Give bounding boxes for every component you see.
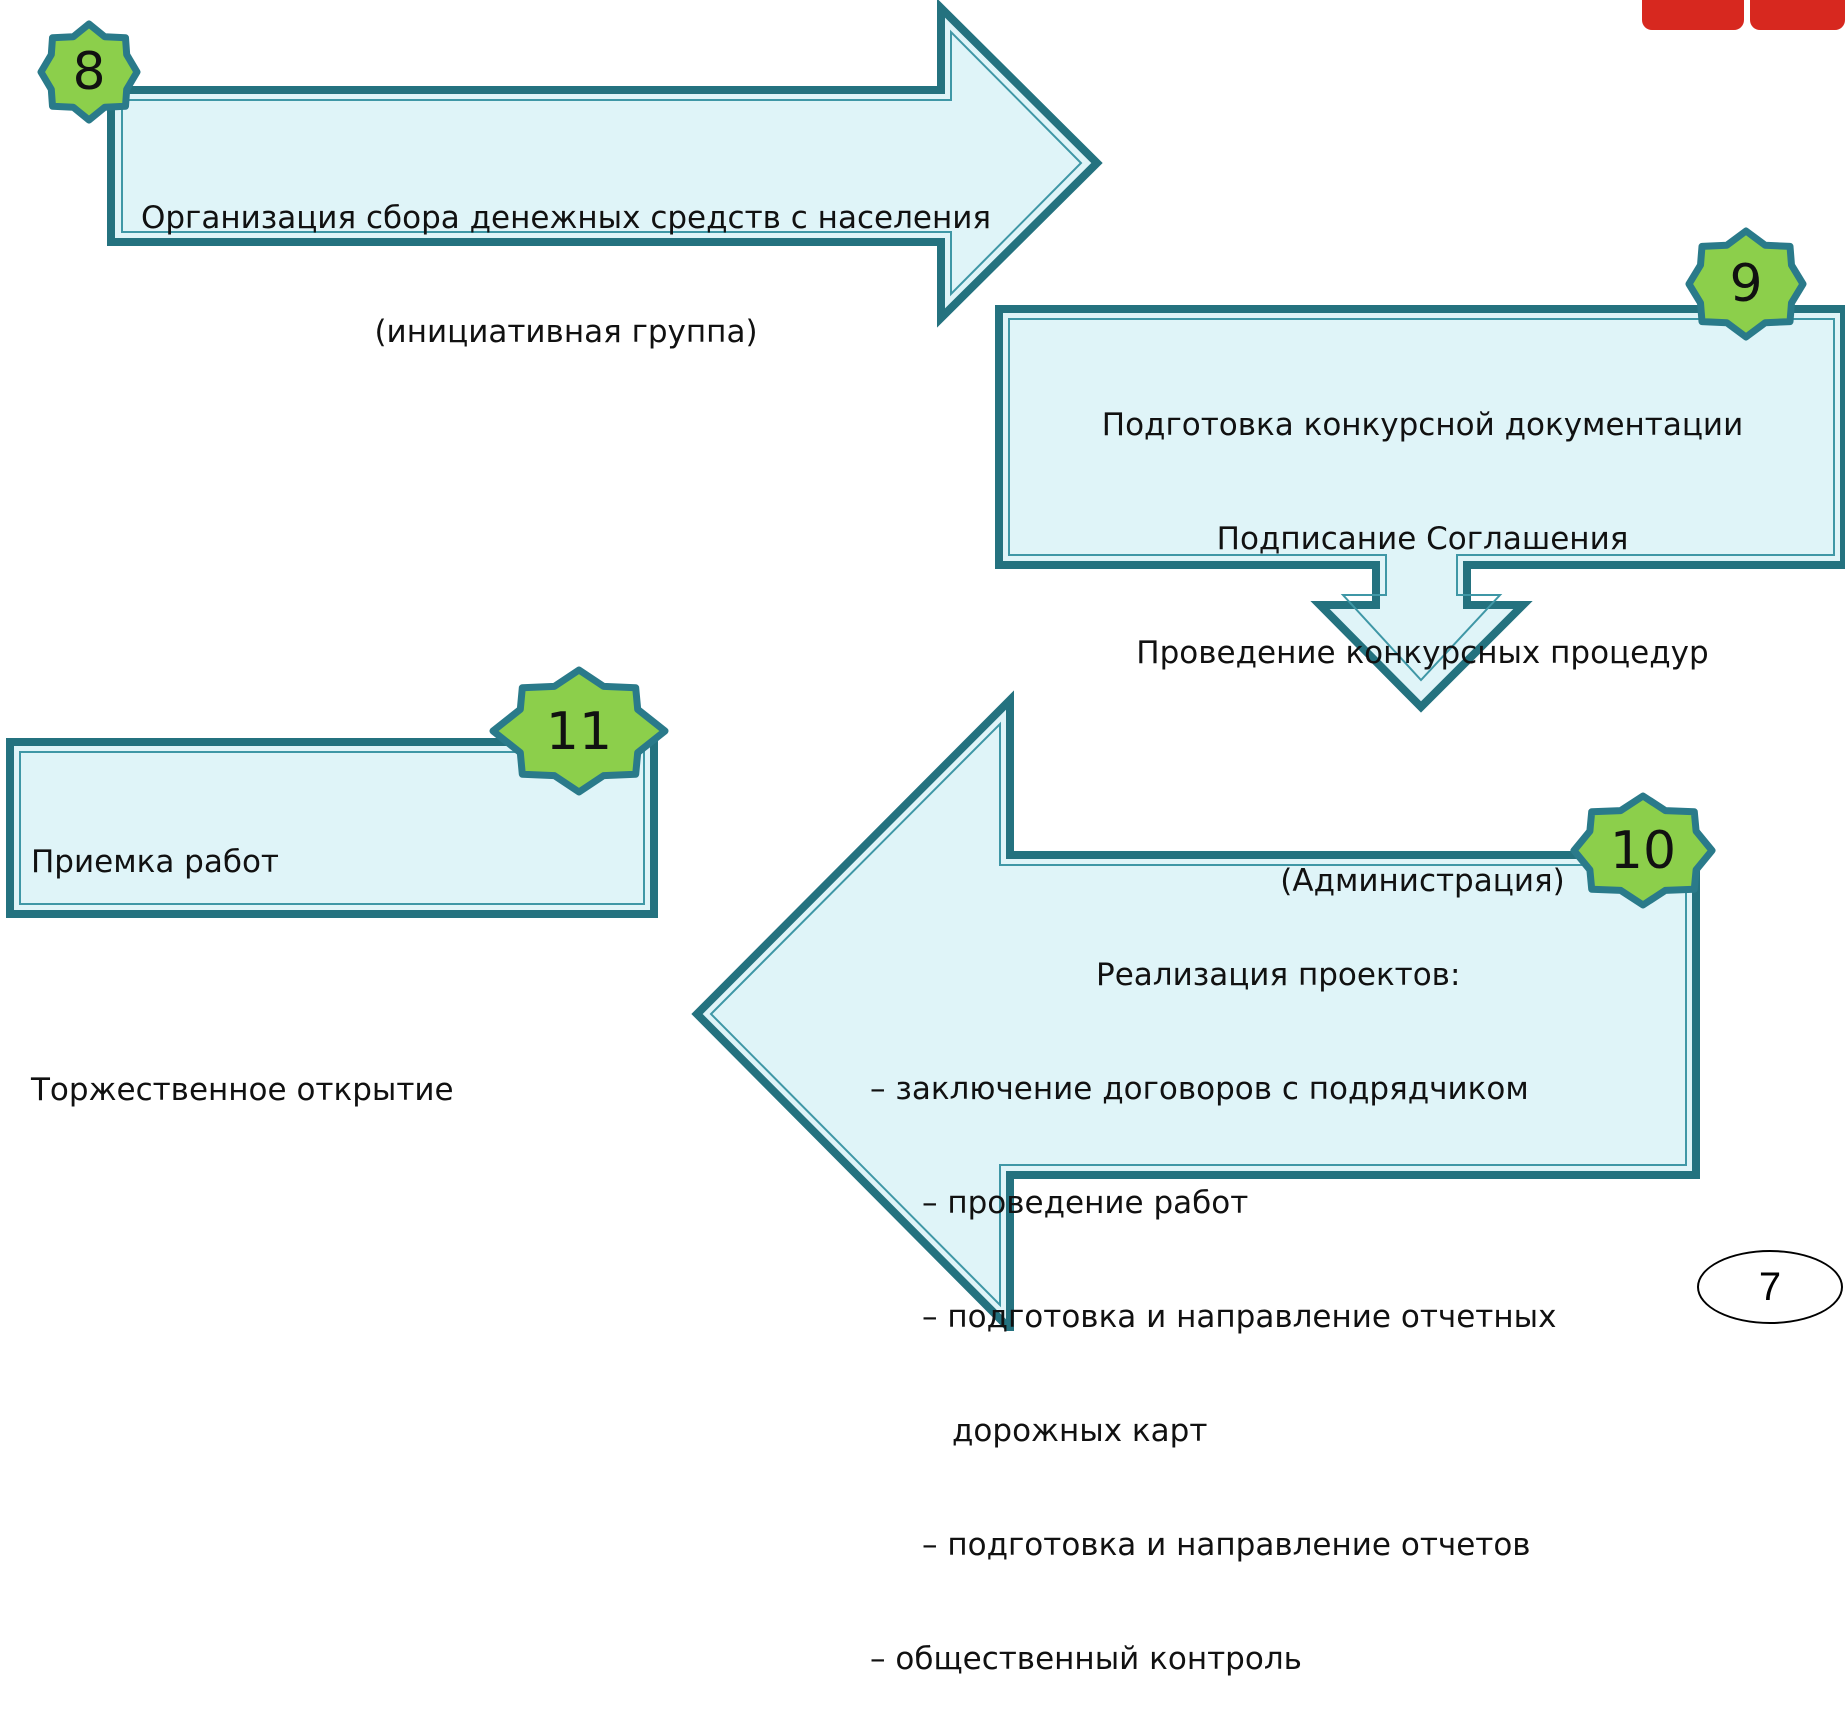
step-8-arrow [107, 0, 1103, 328]
badge-9 [1685, 227, 1807, 341]
step-9-callout-inner-line [1008, 318, 1835, 682]
step-10-item-2: – проведение работ [922, 1185, 1249, 1221]
step-10-item-4: дорожных карт [952, 1413, 1208, 1449]
step-10-arrow-inner-line [709, 721, 1687, 1308]
badge-9-number: 9 [1729, 254, 1763, 314]
step-9-line-4 [1000, 748, 1845, 786]
coat-of-arms-logo-2 [1750, 0, 1845, 30]
badge-10-number: 10 [1609, 821, 1677, 881]
step-8-arrow-inner-line [121, 29, 1083, 297]
step-11-line-1: Приемка работ [31, 844, 279, 880]
badge-11 [489, 666, 669, 796]
step-9-callout [995, 305, 1845, 713]
step-11-box-inner-line [19, 751, 645, 905]
step-10-item-6: – общественный контроль [870, 1641, 1302, 1677]
coat-of-arms-logo-1 [1642, 0, 1744, 30]
step-9-line-3: Проведение конкурсных процедур [1136, 635, 1709, 671]
badge-10 [1570, 792, 1716, 909]
badge-8 [37, 20, 141, 124]
step-10-heading: Реализация проектов: [1096, 957, 1461, 993]
step-9-text: Подготовка конкурсной документации Подпи… [1000, 330, 1845, 938]
step-11-text: Приемка работ Торжественное открытие [31, 767, 511, 1147]
step-9-line-1: Подготовка конкурсной документации [1101, 407, 1744, 443]
step-9-line-2: Подписание Соглашения [1216, 521, 1629, 557]
process-diagram [6, 0, 1845, 1331]
step-10-text: Реализация проектов: – заключение догово… [870, 880, 1630, 1716]
step-10-item-5: – подготовка и направление отчетов [922, 1527, 1531, 1563]
step-9-line-5: (Администрация) [1280, 863, 1565, 899]
step-8-line-1: Организация сбора денежных средств с нас… [140, 200, 992, 236]
step-10-item-3: – подготовка и направление отчетных [922, 1299, 1557, 1335]
step-8-text: Организация сбора денежных средств с нас… [111, 123, 1021, 389]
badge-11-number: 11 [545, 702, 613, 762]
step-11-line-3: Торжественное открытие [31, 1072, 454, 1108]
step-8-line-2: (инициативная группа) [374, 314, 758, 350]
badge-8-number: 8 [72, 42, 106, 102]
page-number: 7 [1697, 1250, 1843, 1324]
step-10-item-1: – заключение договоров с подрядчиком [870, 1071, 1529, 1107]
step-11-line-2 [31, 957, 511, 995]
step-10-arrow [691, 690, 1700, 1331]
